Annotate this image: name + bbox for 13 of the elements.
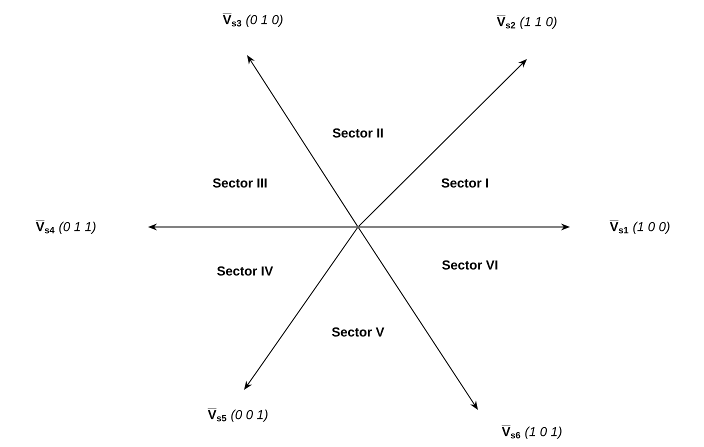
vector-label: $\overline{\mathbf{V}}_{\mathbf{s6}}$ (1 0 1) [502,426,562,439]
sector-label: Sector II [332,128,383,138]
vector-label: $\overline{\mathbf{V}}_{\mathbf{s2}}$ (1 1 0) [496,16,556,29]
sector-label: Sector IV [217,266,274,276]
vector-label: $\overline{\mathbf{V}}_{\mathbf{s1}}$ (1 0 0) [610,220,670,234]
vector-label: $\overline{\mathbf{V}}_{\mathbf{s3}}$ (0 1 0) [222,14,282,27]
vector-label: $\overline{\mathbf{V}}_{\mathbf{s5}}$ (0 0 1) [208,408,268,422]
arrow [358,59,527,227]
sector-label: Sector V [332,327,384,337]
vector-label: $\overline{\mathbf{V}}_{\mathbf{s4}}$ (0 1 1) [36,220,96,234]
sector-label: Sector III [212,178,267,188]
sector-label: Sector VI [442,260,498,270]
sector-label: Sector I [442,178,488,188]
